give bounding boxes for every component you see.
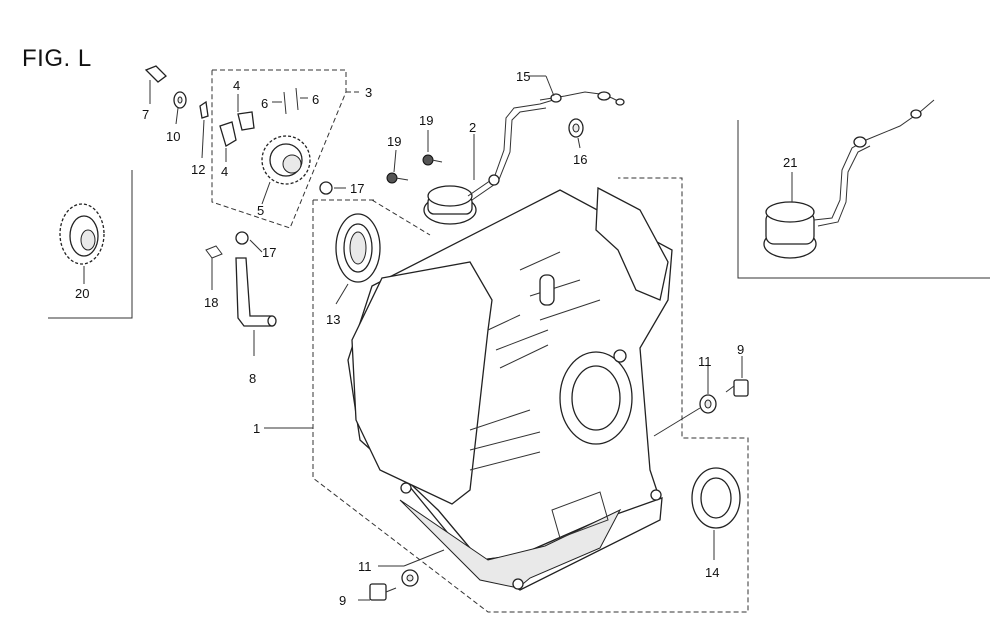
callout-19a: 19 xyxy=(419,113,433,128)
oil-sensor-part xyxy=(423,97,561,225)
callout-6a: 6 xyxy=(261,96,268,111)
callout-12: 12 xyxy=(191,162,205,177)
governor-weight-part xyxy=(219,111,255,147)
callout-9a: 9 xyxy=(737,342,744,357)
sub-assembly-box-21 xyxy=(737,120,990,279)
callout-14: 14 xyxy=(705,565,719,580)
grommet-part xyxy=(568,118,584,138)
callout-5: 5 xyxy=(257,203,264,218)
callout-6b: 6 xyxy=(312,92,319,107)
plug-part-7 xyxy=(144,65,167,83)
oil-seal-part-14 xyxy=(691,467,741,529)
callout-18: 18 xyxy=(204,295,218,310)
callout-11a: 11 xyxy=(698,354,712,369)
callout-21: 21 xyxy=(783,155,797,170)
washer-part-11a xyxy=(699,394,717,414)
callout-2: 2 xyxy=(469,120,476,135)
washer-part-10 xyxy=(173,91,187,109)
callout-1: 1 xyxy=(253,421,260,436)
callout-10: 10 xyxy=(166,129,180,144)
governor-gear-part xyxy=(261,135,311,185)
oil-sensor-assembly-part-21 xyxy=(763,99,935,259)
oil-seal-part-13 xyxy=(335,213,381,283)
breather-tube-part xyxy=(235,257,277,327)
wire-lead-part xyxy=(539,91,625,106)
callout-16: 16 xyxy=(573,152,587,167)
callout-17b: 17 xyxy=(262,245,276,260)
washer-part-17b xyxy=(235,231,249,245)
clip-part-12 xyxy=(199,100,209,119)
washer-part-11b xyxy=(401,569,419,587)
gear-part-20 xyxy=(59,203,105,265)
bolt-part-19b xyxy=(386,172,409,184)
callout-15: 15 xyxy=(516,69,530,84)
callout-19b: 19 xyxy=(387,134,401,149)
callout-7: 7 xyxy=(142,107,149,122)
callout-4b: 4 xyxy=(221,164,228,179)
callout-4a: 4 xyxy=(233,78,240,93)
figure-title: FIG. L xyxy=(22,45,92,72)
callout-20: 20 xyxy=(75,286,89,301)
clip-part-18 xyxy=(205,245,223,259)
bolt-part-19a xyxy=(422,154,443,166)
drain-bolt-part-9b xyxy=(369,583,397,601)
callout-8: 8 xyxy=(249,371,256,386)
sub-assembly-box-20 xyxy=(48,170,133,319)
callout-11b: 11 xyxy=(358,559,372,574)
callout-13: 13 xyxy=(326,312,340,327)
leader-lines xyxy=(83,75,793,601)
callout-17a: 17 xyxy=(350,181,364,196)
crankcase-part xyxy=(347,186,673,591)
drain-bolt-part-9a xyxy=(725,379,749,397)
callout-3: 3 xyxy=(365,85,372,100)
main-assembly-box xyxy=(312,177,749,613)
pin-part xyxy=(283,87,299,115)
callout-labels: 1 2 3 4 4 5 6 6 7 8 9 9 10 11 11 12 13 1… xyxy=(75,69,797,608)
callout-9b: 9 xyxy=(339,593,346,608)
washer-part-17a xyxy=(319,181,333,195)
